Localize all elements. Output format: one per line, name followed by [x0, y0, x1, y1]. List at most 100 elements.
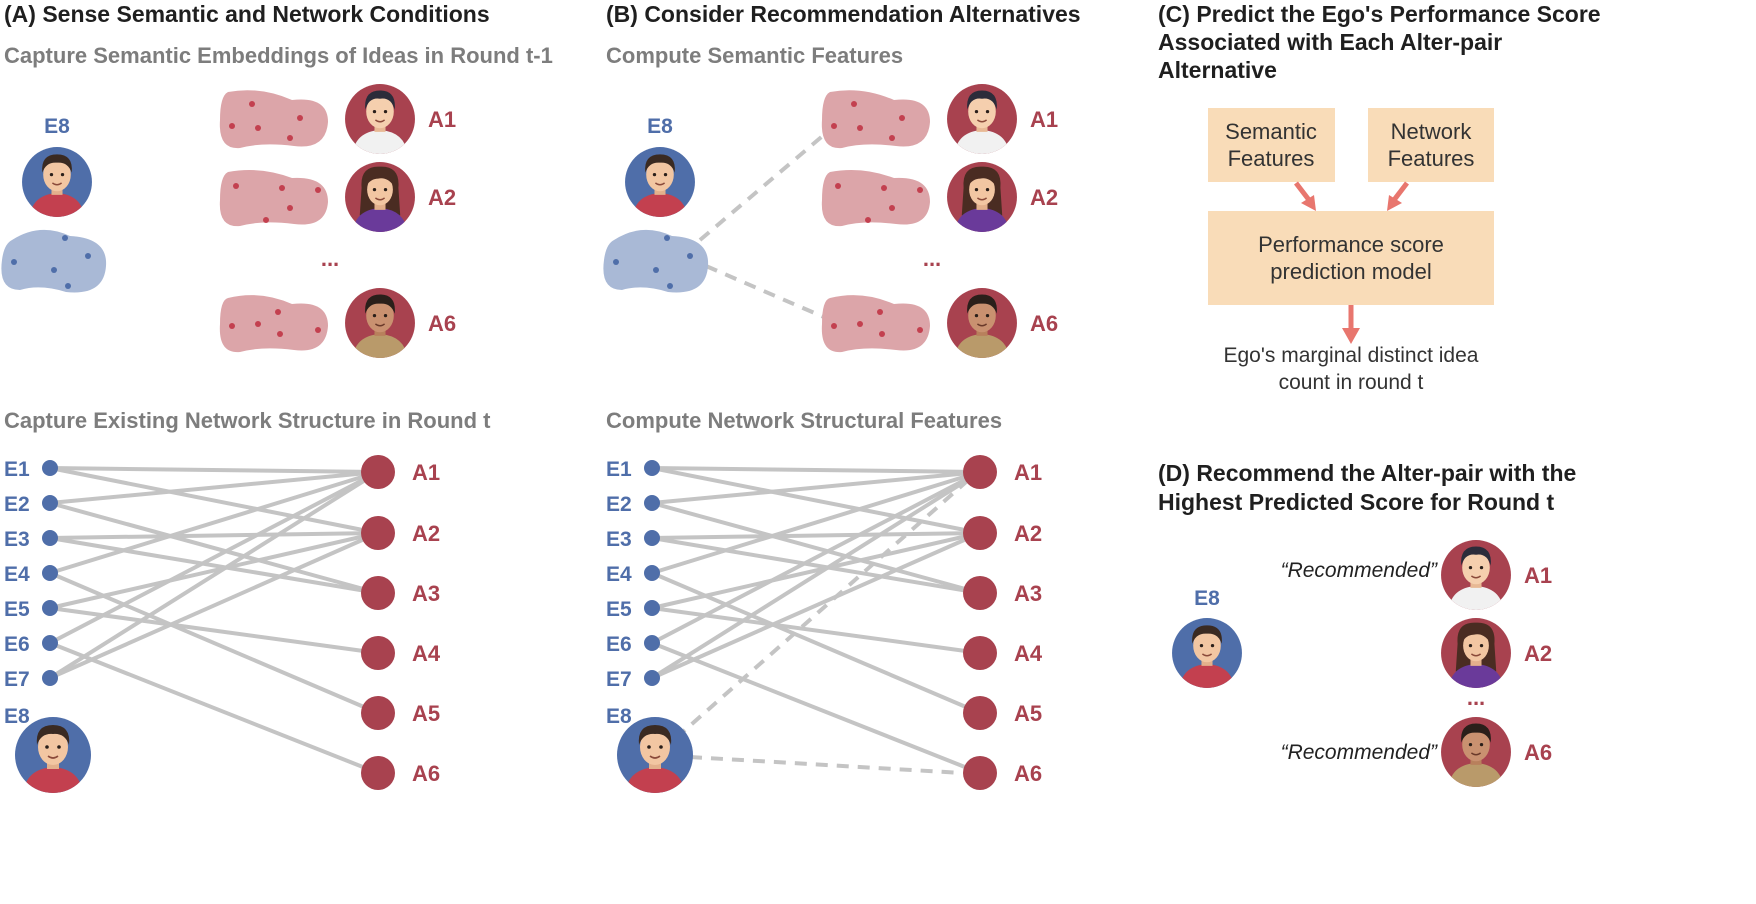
prediction-model-label: Performance score: [1258, 232, 1444, 257]
ego-idea-cloud-icon: [1, 229, 107, 293]
panel-a-network-subtitle: Capture Existing Network Structure in Ro…: [4, 408, 491, 433]
ellipsis: ...: [1467, 685, 1485, 710]
ellipsis: ...: [923, 246, 941, 271]
ego-node: [644, 635, 660, 651]
alter-idea-cloud-icon: [219, 295, 328, 353]
alter-label: A1: [1014, 460, 1042, 485]
panel-d-title-line2: Highest Predicted Score for Round t: [1158, 489, 1554, 515]
alter-label: A6: [1030, 311, 1058, 336]
panel-d: (D) Recommend the Alter-pair with the Hi…: [1158, 460, 1576, 789]
semantic-features-label: Semantic: [1225, 119, 1317, 144]
ego-label: E8: [44, 115, 70, 138]
ego-avatar-icon: [20, 145, 94, 219]
alter-avatar-icon: [343, 82, 417, 156]
alter-node: [361, 516, 395, 550]
ego-avatar-icon: [1170, 616, 1244, 690]
alter-label: A1: [1030, 107, 1058, 132]
alter-idea-cloud-icon: [219, 170, 328, 227]
ego-label: E8: [4, 705, 30, 728]
alter-label: A4: [412, 641, 441, 666]
alter-label: A5: [412, 701, 440, 726]
ego-node: [644, 600, 660, 616]
alter-node: [963, 636, 997, 670]
alter-node: [963, 516, 997, 550]
recommended-label: “Recommended”: [1281, 741, 1438, 764]
alter-label: A1: [1524, 563, 1552, 588]
network-features-label: Network: [1391, 119, 1473, 144]
panel-a-semantic-subtitle: Capture Semantic Embeddings of Ideas in …: [4, 43, 553, 68]
ego-label: E2: [4, 493, 30, 516]
recommended-label: “Recommended”: [1281, 559, 1438, 582]
panel-c-title-line3: Alternative: [1158, 57, 1277, 83]
alter-label: A5: [1014, 701, 1042, 726]
alter-idea-cloud-icon: [821, 90, 930, 149]
arrow-head-icon: [1342, 328, 1360, 344]
panel-b-network: E1 E2 E3 E4 E5 E6 E7 E8 A1 A2 A3 A4 A5 A…: [606, 455, 1043, 795]
alter-avatar-icon: [1439, 616, 1513, 690]
alter-idea-cloud-icon: [821, 170, 930, 227]
panel-b-title: (B) Consider Recommendation Alternatives: [606, 1, 1081, 27]
alter-avatar-icon: [343, 286, 417, 360]
alter-avatar-icon: [1439, 538, 1513, 612]
alter-node: [361, 696, 395, 730]
ego-label: E1: [4, 458, 30, 481]
network-edges: [48, 466, 380, 775]
candidate-edge: [674, 480, 968, 740]
ego-avatar-icon: [623, 145, 697, 219]
panel-c-title-line1: (C) Predict the Ego's Performance Score: [1158, 1, 1601, 27]
ego-label: E5: [4, 598, 30, 621]
ego-label: E6: [606, 633, 632, 656]
ego-node: [644, 530, 660, 546]
alter-avatar-icon: [945, 160, 1019, 234]
alter-node: [361, 576, 395, 610]
alter-node: [963, 576, 997, 610]
ego-label: E8: [1194, 587, 1220, 610]
alter-avatar-icon: [945, 82, 1019, 156]
ellipsis: ...: [321, 246, 339, 271]
ego-node: [644, 565, 660, 581]
ego-node: [42, 495, 58, 511]
ego-node: [42, 530, 58, 546]
alter-idea-cloud-icon: [821, 295, 930, 353]
alter-label: A4: [1014, 641, 1043, 666]
ego-label: E6: [4, 633, 30, 656]
alter-label: A2: [1014, 521, 1042, 546]
ego-label: E4: [4, 563, 30, 586]
semantic-features-box: [1208, 108, 1335, 182]
panel-a-semantic: E8 A1 A2 A6 ...: [1, 82, 456, 360]
ego-node: [644, 460, 660, 476]
alter-node: [361, 636, 395, 670]
arrow-head-icon: [1301, 195, 1316, 211]
alter-idea-cloud-icon: [219, 90, 328, 149]
panel-a-title: (A) Sense Semantic and Network Condition…: [4, 1, 490, 27]
output-label: Ego's marginal distinct idea: [1224, 344, 1479, 367]
semantic-features-label: Features: [1228, 146, 1315, 171]
alter-label: A3: [412, 581, 440, 606]
ego-label: E8: [606, 705, 632, 728]
ego-label: E8: [647, 115, 673, 138]
ego-node: [42, 635, 58, 651]
ego-label: E3: [606, 528, 632, 551]
candidate-edge: [689, 755, 963, 775]
ego-label: E2: [606, 493, 632, 516]
ego-node: [42, 600, 58, 616]
network-edges: [650, 466, 982, 775]
alter-node: [361, 756, 395, 790]
panel-b-network-subtitle: Compute Network Structural Features: [606, 408, 1002, 433]
ego-label: E3: [4, 528, 30, 551]
alter-label: A1: [412, 460, 440, 485]
ego-node: [42, 670, 58, 686]
alter-node: [963, 455, 997, 489]
alter-avatar-icon: [1439, 715, 1513, 789]
alter-node: [361, 455, 395, 489]
panel-d-title-line1: (D) Recommend the Alter-pair with the: [1158, 460, 1576, 486]
network-features-label: Features: [1388, 146, 1475, 171]
alter-label: A6: [1014, 761, 1042, 786]
ego-label: E7: [606, 668, 632, 691]
ego-node: [644, 495, 660, 511]
alter-label: A3: [1014, 581, 1042, 606]
prediction-model-label: prediction model: [1270, 259, 1431, 284]
alter-label: A2: [1524, 641, 1552, 666]
ego-label: E7: [4, 668, 30, 691]
